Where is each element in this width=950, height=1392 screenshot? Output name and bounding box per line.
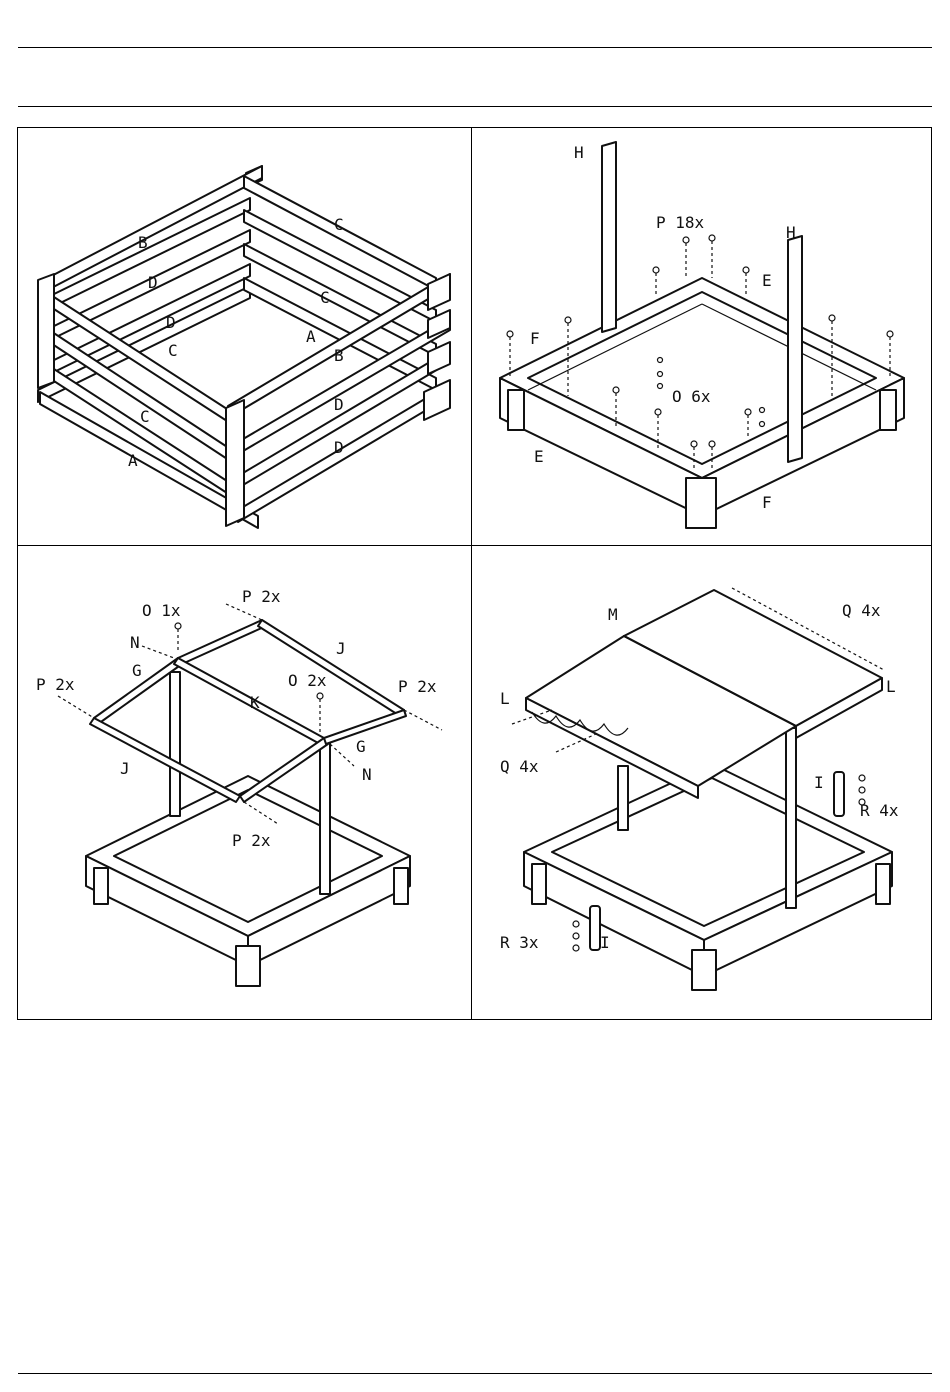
top-rule bbox=[18, 47, 932, 48]
step2-label-o-6x: O 6x bbox=[672, 387, 711, 406]
step2-label-h: H bbox=[786, 223, 796, 242]
step3-label-p-2x: P 2x bbox=[232, 831, 271, 850]
step1-label-d: D bbox=[166, 313, 176, 332]
step2-label-p-18x: P 18x bbox=[656, 213, 705, 232]
step1-label-d: D bbox=[334, 395, 344, 414]
step3-label-j: J bbox=[336, 639, 346, 658]
header-bottom-rule bbox=[18, 106, 932, 107]
step1-label-a: A bbox=[128, 451, 138, 470]
step3-roof-frame-diagram: O 1x P 2x N J G P 2x O 2x P 2x K J G N P… bbox=[18, 546, 471, 1019]
step3-label-n: N bbox=[362, 765, 372, 784]
step4-label-r-4x: R 4x bbox=[860, 801, 899, 820]
step2-posts-diagram: H P 18x H E F O 6x E F bbox=[472, 128, 931, 545]
step1-label-c: C bbox=[168, 341, 178, 360]
step3-label-o-1x: O 1x bbox=[142, 601, 181, 620]
step3-label-p-2x: P 2x bbox=[36, 675, 75, 694]
step1-label-b: B bbox=[334, 346, 344, 365]
step4-label-r-3x: R 3x bbox=[500, 933, 539, 952]
step4-label-i: I bbox=[814, 773, 824, 792]
step3-sandbox-box bbox=[86, 776, 410, 986]
step4-roof-panels-diagram: M Q 4x L L Q 4x I R 4x R 3x I bbox=[472, 546, 931, 1019]
step1-label-c: C bbox=[140, 407, 150, 426]
step1-label-d: D bbox=[334, 438, 344, 457]
step3-label-p-2x: P 2x bbox=[242, 587, 281, 606]
step4-roof-panels bbox=[526, 590, 882, 798]
step4-label-q-4x: Q 4x bbox=[500, 757, 539, 776]
step2-label-e: E bbox=[762, 271, 772, 290]
step1-board-stack bbox=[38, 166, 450, 528]
step1-label-d: D bbox=[148, 273, 158, 292]
step3-label-g: G bbox=[132, 661, 142, 680]
step2-label-h: H bbox=[574, 143, 584, 162]
step3-label-p-2x: P 2x bbox=[398, 677, 437, 696]
step3-label-o-2x: O 2x bbox=[288, 671, 327, 690]
step3-label-j: J bbox=[120, 759, 130, 778]
step3-label-n: N bbox=[130, 633, 140, 652]
footer-rule bbox=[18, 1373, 932, 1374]
step4-label-l: L bbox=[886, 677, 896, 696]
step1-exploded-frame-diagram: B C D C D A C B C D A D bbox=[18, 128, 471, 545]
step2-label-f: F bbox=[530, 329, 540, 348]
step3-label-g: G bbox=[356, 737, 366, 756]
step1-label-c: C bbox=[334, 215, 344, 234]
step4-label-i: I bbox=[600, 933, 610, 952]
step1-label-b: B bbox=[138, 233, 148, 252]
step4-label-l: L bbox=[500, 689, 510, 708]
step2-label-e: E bbox=[534, 447, 544, 466]
step4-label-m: M bbox=[608, 605, 618, 624]
step1-label-a: A bbox=[306, 327, 316, 346]
step1-label-c: C bbox=[320, 288, 330, 307]
step4-label-q-4x: Q 4x bbox=[842, 601, 881, 620]
step3-label-k: K bbox=[250, 693, 260, 712]
step2-label-f: F bbox=[762, 493, 772, 512]
